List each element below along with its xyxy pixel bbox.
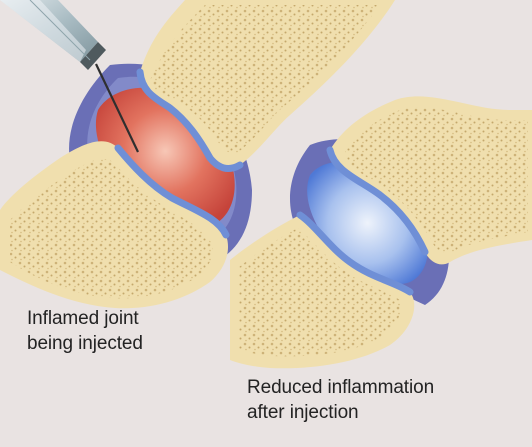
syringe-icon (0, 0, 106, 70)
caption-reduced-line1: Reduced inflammation (247, 375, 434, 400)
caption-inflamed-joint: Inflamed joint being injected (27, 306, 143, 356)
caption-reduced-line2: after injection (247, 400, 434, 425)
caption-reduced-inflammation: Reduced inflammation after injection (247, 375, 434, 425)
healthy-joint (230, 96, 532, 368)
caption-inflamed-line2: being injected (27, 331, 143, 356)
caption-inflamed-line1: Inflamed joint (27, 306, 143, 331)
